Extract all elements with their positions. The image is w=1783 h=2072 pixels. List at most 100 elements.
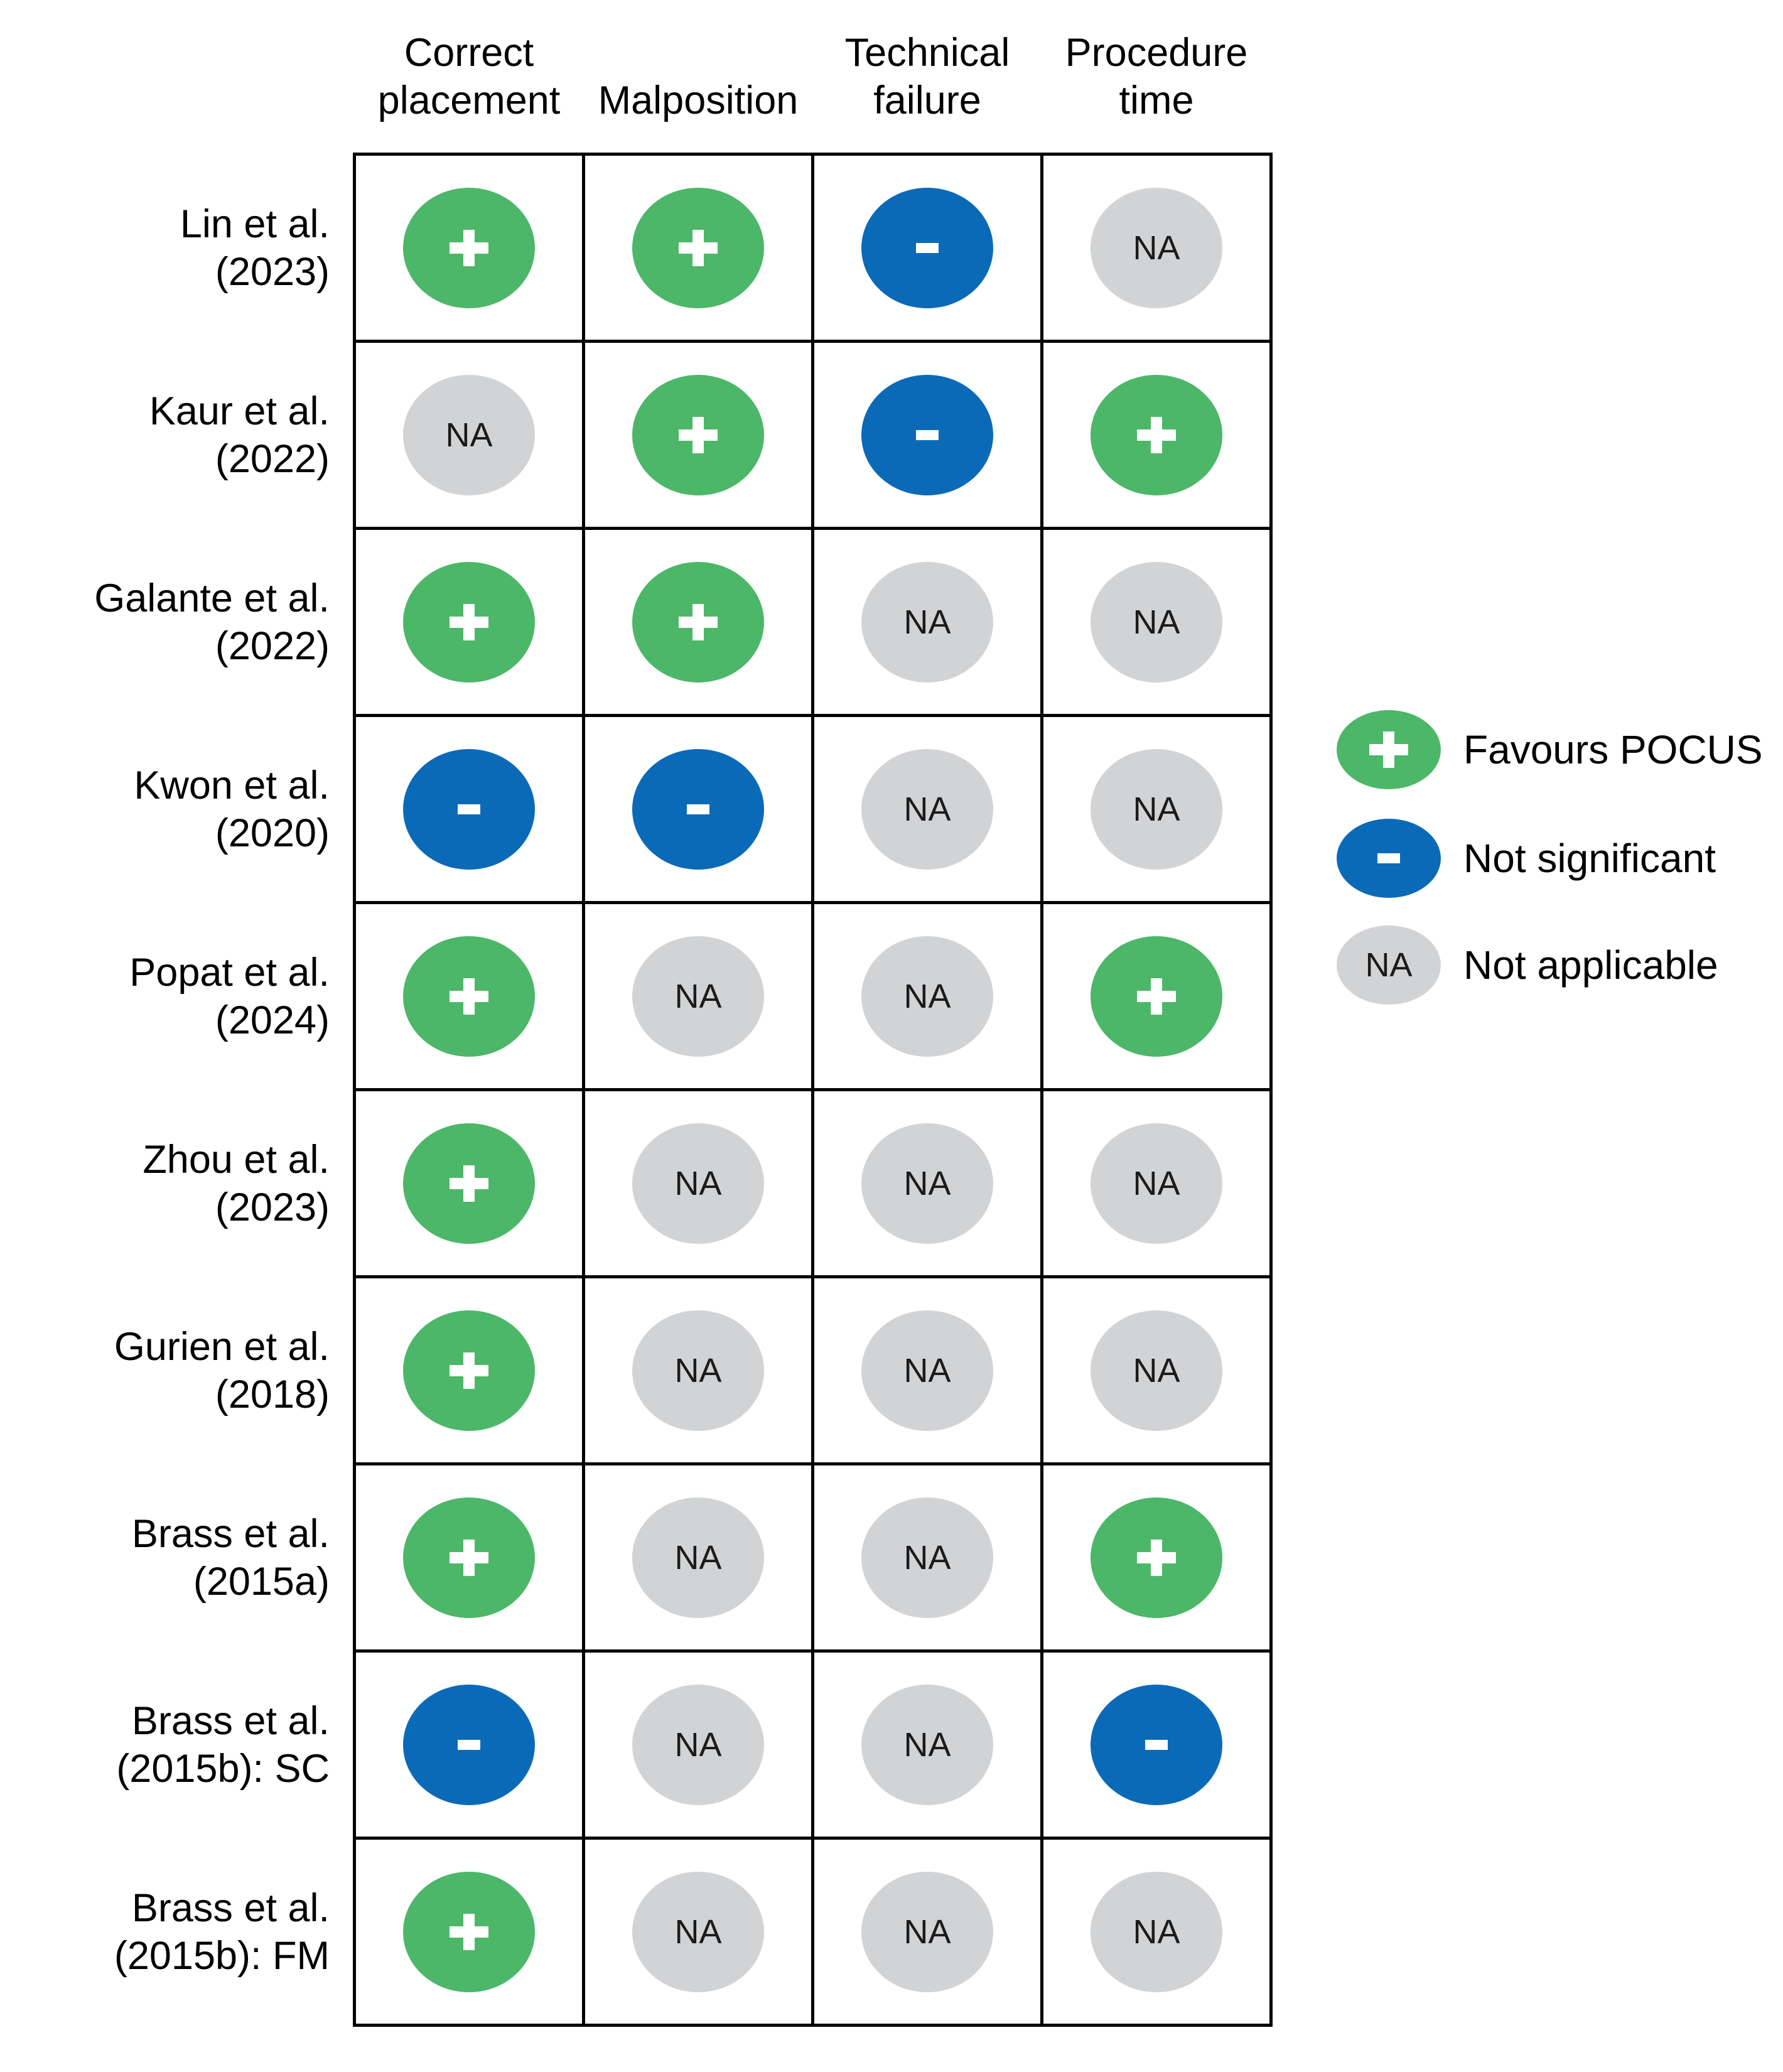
study-name: Galante et al. — [94, 576, 330, 620]
na-marker: NA — [861, 1123, 993, 1244]
plus-icon — [679, 229, 718, 266]
grid-cell — [1043, 904, 1269, 1088]
row-label: Gurien et al.(2018) — [16, 1323, 330, 1418]
plus-icon — [450, 1539, 488, 1576]
grid-cell: NA — [585, 1653, 811, 1837]
grid-cell — [814, 343, 1040, 527]
study-name: Kaur et al. — [149, 389, 330, 433]
plus-marker — [403, 187, 535, 308]
na-icon: NA — [1133, 229, 1180, 267]
study-year: (2020) — [215, 811, 330, 855]
na-icon: NA — [903, 1164, 951, 1202]
na-icon: NA — [674, 1351, 722, 1389]
minus-marker — [632, 748, 764, 870]
study-name: Zhou et al. — [143, 1137, 330, 1182]
study-name: Kwon et al. — [134, 763, 330, 807]
plus-icon — [450, 1352, 488, 1389]
plus-icon — [450, 978, 488, 1015]
legend-label: Not significant — [1463, 836, 1716, 881]
plus-marker — [403, 1871, 535, 1992]
grid-cell — [1043, 1653, 1269, 1837]
na-icon: NA — [1133, 1351, 1180, 1389]
study-year: (2022) — [215, 623, 330, 668]
plus-marker — [632, 374, 764, 495]
na-marker: NA — [403, 374, 535, 495]
na-icon: NA — [674, 1538, 722, 1577]
minus-icon — [916, 242, 939, 253]
grid-cell — [356, 904, 582, 1088]
minus-icon — [458, 804, 480, 814]
na-marker: NA — [632, 936, 764, 1057]
plus-marker — [1091, 374, 1222, 495]
grid-cell: NA — [356, 343, 582, 527]
plus-marker — [403, 1310, 535, 1431]
minus-marker — [1091, 1684, 1222, 1805]
na-marker: NA — [861, 1310, 993, 1431]
grid-cell — [356, 717, 582, 901]
grid-cell — [356, 1653, 582, 1837]
plus-icon — [450, 1165, 488, 1202]
na-marker: NA — [861, 936, 993, 1057]
na-marker: NA — [1337, 925, 1441, 1005]
grid-cell: NA — [814, 1653, 1040, 1837]
column-header-correct-placement: Correct placement — [377, 31, 561, 122]
grid-cell: NA — [1043, 1278, 1269, 1462]
column-header-malposition: Malposition — [598, 78, 799, 122]
na-marker: NA — [1091, 561, 1222, 683]
grid-cell: NA — [585, 1840, 811, 2024]
study-year: (2015a) — [193, 1559, 330, 1604]
grid-cell: NA — [1043, 1091, 1269, 1275]
plus-icon — [1369, 731, 1408, 768]
minus-icon — [1145, 1739, 1168, 1750]
row-label: Brass et al.(2015b): FM — [16, 1884, 330, 1980]
na-marker: NA — [861, 1684, 993, 1805]
grid-cell — [1043, 1465, 1269, 1649]
grid-cell: NA — [814, 1465, 1040, 1649]
minus-marker — [403, 748, 535, 870]
plus-marker — [1337, 710, 1441, 789]
plus-marker — [632, 187, 764, 308]
column-header-technical-failure: Technical failure — [844, 31, 1010, 122]
plus-icon — [450, 603, 488, 640]
row-label: Lin et al.(2023) — [16, 200, 330, 296]
na-marker: NA — [861, 561, 993, 683]
na-icon: NA — [903, 790, 951, 828]
grid-cell: NA — [814, 1091, 1040, 1275]
plus-marker — [1091, 936, 1222, 1057]
legend-item-minus: Not significant — [1337, 819, 1716, 898]
grid-cell: NA — [814, 717, 1040, 901]
study-year: (2015b): FM — [114, 1933, 330, 1978]
study-name: Lin et al. — [180, 202, 330, 246]
na-icon: NA — [903, 1725, 951, 1764]
row-label: Kaur et al.(2022) — [16, 387, 330, 483]
na-marker: NA — [861, 1871, 993, 1992]
grid-cell: NA — [1043, 156, 1269, 340]
study-year: (2018) — [215, 1372, 330, 1416]
plus-marker — [632, 561, 764, 683]
na-icon: NA — [1133, 603, 1180, 641]
minus-marker — [403, 1684, 535, 1805]
row-label: Popat et al.(2024) — [16, 949, 330, 1044]
na-marker: NA — [632, 1123, 764, 1244]
row-label: Brass et al.(2015b): SC — [16, 1697, 330, 1793]
na-icon: NA — [903, 1913, 951, 1951]
study-year: (2022) — [215, 436, 330, 481]
na-marker: NA — [632, 1310, 764, 1431]
grid-cell: NA — [814, 1278, 1040, 1462]
grid-cell: NA — [585, 904, 811, 1088]
na-icon: NA — [1133, 790, 1180, 828]
study-name: Brass et al. — [131, 1511, 330, 1556]
minus-marker — [861, 187, 993, 308]
grid-cell: NA — [585, 1278, 811, 1462]
plus-icon — [679, 416, 718, 453]
na-icon: NA — [903, 1351, 951, 1389]
grid-cell: NA — [1043, 717, 1269, 901]
plus-icon — [1137, 978, 1176, 1015]
na-icon: NA — [903, 603, 951, 641]
na-icon: NA — [903, 977, 951, 1015]
na-marker: NA — [632, 1871, 764, 1992]
na-marker: NA — [1091, 187, 1222, 308]
